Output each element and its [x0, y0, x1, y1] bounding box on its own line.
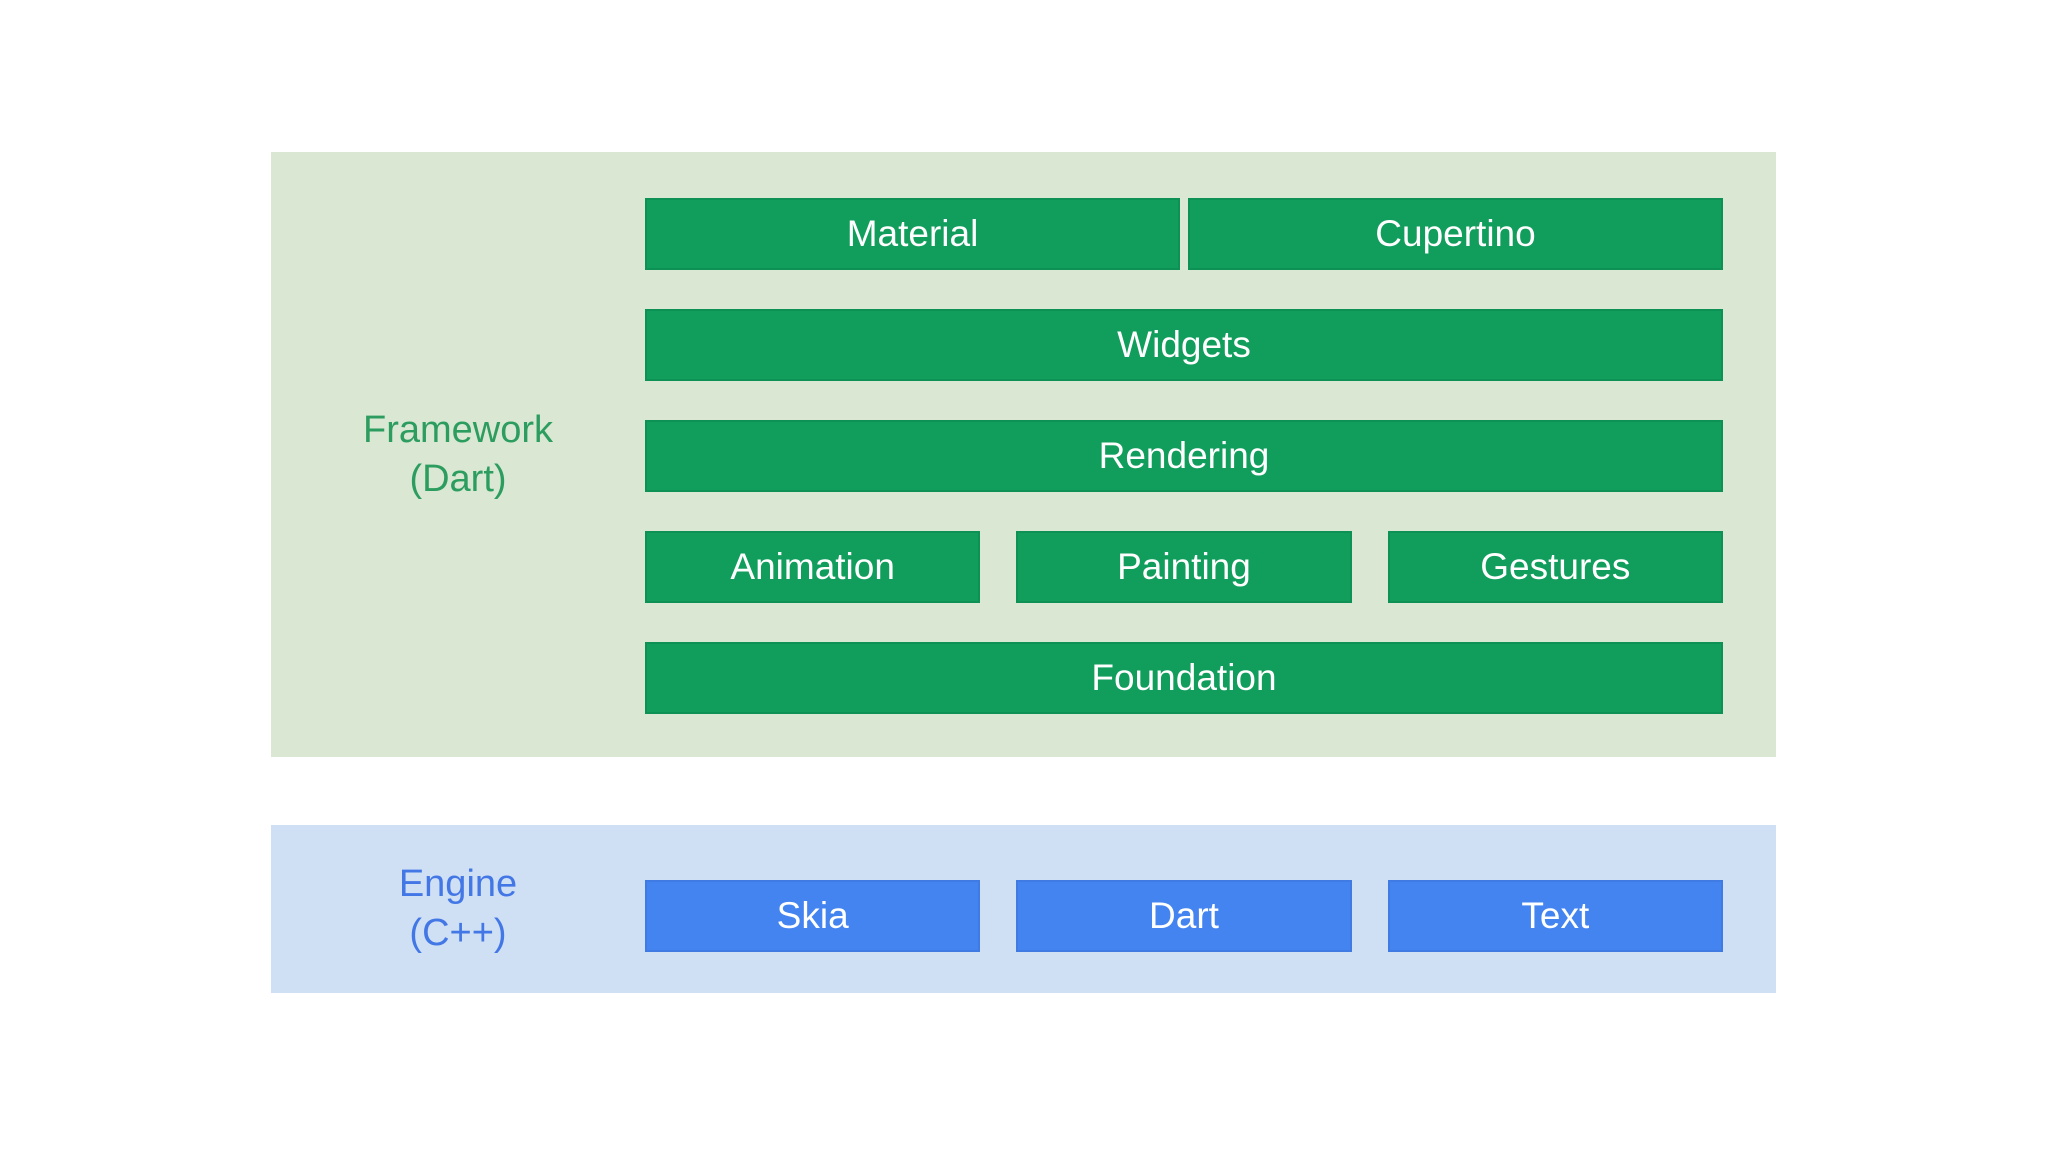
framework-layer-panel: Framework (Dart) Material Cupertino Widg… — [271, 152, 1776, 757]
box-material: Material — [645, 198, 1180, 270]
box-gestures: Gestures — [1387, 531, 1723, 603]
engine-label-line2: (C++) — [409, 912, 507, 954]
engine-layer-panel: Engine (C++) Skia Dart Text — [271, 825, 1776, 993]
framework-row-1: Material Cupertino — [645, 198, 1723, 270]
framework-row-4: Animation Painting Gestures — [645, 531, 1723, 603]
framework-label: Framework (Dart) — [271, 152, 645, 757]
box-foundation: Foundation — [645, 642, 1723, 714]
framework-row-5: Foundation — [645, 642, 1723, 714]
framework-rows: Material Cupertino Widgets Rendering Ani… — [645, 198, 1723, 714]
box-animation: Animation — [645, 531, 981, 603]
framework-row-2: Widgets — [645, 309, 1723, 381]
box-rendering: Rendering — [645, 420, 1723, 492]
box-painting: Painting — [1016, 531, 1352, 603]
box-text: Text — [1387, 880, 1723, 952]
box-cupertino: Cupertino — [1188, 198, 1723, 270]
box-skia: Skia — [645, 880, 981, 952]
engine-boxes: Skia Dart Text — [645, 880, 1723, 952]
framework-row-3: Rendering — [645, 420, 1723, 492]
engine-label-line1: Engine — [398, 863, 518, 905]
framework-label-line1: Framework — [362, 408, 554, 451]
box-widgets: Widgets — [645, 309, 1723, 381]
framework-label-line2: (Dart) — [409, 457, 507, 500]
engine-label: Engine (C++) — [271, 825, 645, 993]
box-dart: Dart — [1016, 880, 1352, 952]
